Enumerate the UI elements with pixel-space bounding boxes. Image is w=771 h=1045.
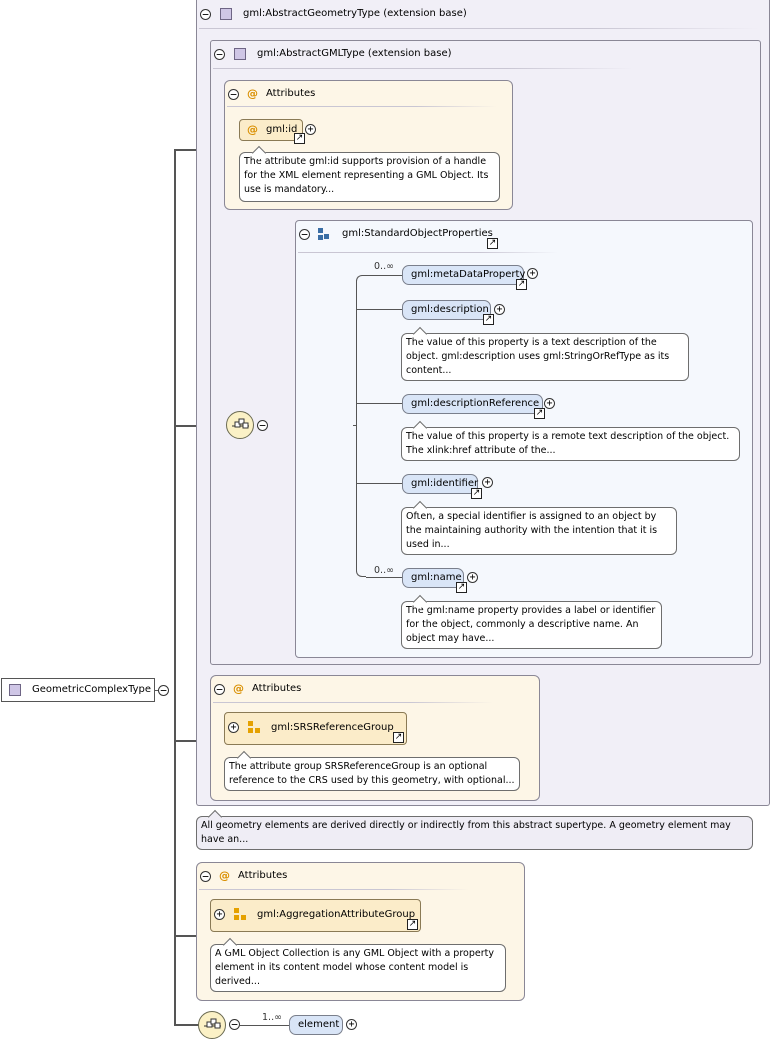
group-icon [318,228,329,240]
attribute-gml-id-expand-button[interactable]: + [305,124,316,135]
element-any[interactable]: element [289,1015,343,1035]
attribute-gml-id[interactable] [239,119,303,141]
attribute-gml-id-doc: The attribute gml:id supports provision … [239,152,500,202]
group-collapse-button[interactable]: − [299,229,310,240]
aggregation-link-icon[interactable]: ↗ [407,919,418,930]
srs-expand-button[interactable]: + [228,722,239,733]
extension2-header-divider [213,68,633,69]
bottom-sequence-collapse-button[interactable]: − [229,1019,240,1030]
attributes1-collapse-button[interactable]: − [228,89,239,100]
element-line-description [357,309,403,310]
element-identifier-label: gml:identifier [411,478,479,489]
attributes2-label: Attributes [252,683,302,694]
element-line-name [366,577,403,578]
attributes2-at-icon: @ [233,682,244,695]
attributes2-header-divider [213,702,493,703]
group-bracket-line [356,275,366,577]
element-gml-identifier[interactable]: gml:identifier [402,474,478,494]
root-collapse-button[interactable]: − [158,685,169,696]
bottom-element-multiplicity: 1..∞ [262,1012,282,1023]
attribute-gml-id-label: gml:id [266,124,298,135]
name-doc: The gml:name property provides a label o… [401,601,662,649]
bottom-sequence-compositor-icon[interactable] [198,1011,226,1039]
extension2-collapse-button[interactable]: − [214,49,225,60]
group-header-divider [298,252,558,253]
element-gml-metadataproperty[interactable]: gml:metaDataProperty [402,265,526,285]
branch-line-attrs3 [174,935,210,937]
root-type-box[interactable]: GeometricComplexType [1,678,155,702]
attribute-group-icon [248,721,260,733]
description-reference-doc: The value of this property is a remote t… [401,427,740,461]
aggregation-expand-button[interactable]: + [214,909,225,920]
attributes1-label: Attributes [266,88,316,99]
srs-group-label: gml:SRSReferenceGroup [271,722,394,733]
attributes2-collapse-button[interactable]: − [214,684,225,695]
srs-link-icon[interactable]: ↗ [393,732,404,743]
extension1-collapse-button[interactable]: − [200,9,211,20]
attribute-gml-id-link-icon[interactable]: ↗ [294,133,305,144]
identifier-doc: Often, a special identifier is assigned … [401,507,677,555]
sequence-compositor-icon[interactable] [226,411,254,439]
element-gml-name[interactable]: gml:name [402,568,464,588]
extension1-label: gml:AbstractGeometryType (extension base… [243,8,467,19]
sequence-symbol [232,418,249,429]
name-link-icon[interactable]: ↗ [456,582,467,593]
extension2-type-icon [234,48,246,60]
element-gml-description-reference[interactable]: gml:descriptionReference [402,394,543,414]
name-expand-button[interactable]: + [467,572,478,583]
element-line-identifier [357,483,403,484]
attributes3-collapse-button[interactable]: − [200,871,211,882]
description-reference-expand-button[interactable]: + [544,398,555,409]
element-line-metadata [366,275,403,276]
extension1-type-icon [220,8,232,20]
element-description-reference-label: gml:descriptionReference [411,398,540,409]
extension1-header-divider [199,28,759,29]
attributes1-at-icon: @ [247,87,258,100]
abstract-geometry-doc: All geometry elements are derived direct… [196,816,753,850]
attribute-gml-id-at-icon: @ [247,123,258,136]
metadata-expand-button[interactable]: + [527,268,538,279]
branch-line-bottom [174,1024,200,1026]
description-expand-button[interactable]: + [494,304,505,315]
complex-type-icon [9,684,21,696]
extension2-label: gml:AbstractGMLType (extension base) [257,48,452,59]
identifier-link-icon[interactable]: ↗ [471,488,482,499]
bottom-to-element-line [240,1025,290,1026]
name-multiplicity: 0..∞ [374,565,394,576]
srs-doc: The attribute group SRSReferenceGroup is… [224,757,520,791]
element-gml-description[interactable]: gml:description [402,300,491,320]
group-entry-line [353,425,357,426]
group-link-icon[interactable]: ↗ [487,238,498,249]
aggregation-group-icon [234,908,246,920]
metadata-multiplicity: 0..∞ [374,261,394,272]
description-reference-link-icon[interactable]: ↗ [534,408,545,419]
attributes3-header-divider [199,889,469,890]
metadata-link-icon[interactable]: ↗ [516,279,527,290]
element-any-expand-button[interactable]: + [346,1019,357,1030]
attributes3-label: Attributes [238,870,288,881]
description-doc: The value of this property is a text des… [401,333,689,381]
root-type-label: GeometricComplexType [32,684,152,695]
element-description-label: gml:description [411,304,489,315]
element-line-description-reference [357,403,403,404]
trunk-vertical-line [174,150,176,1025]
attributes1-header-divider [227,106,497,107]
attribute-group-srs-reference[interactable] [224,712,407,745]
element-any-label: element [298,1019,340,1030]
identifier-expand-button[interactable]: + [482,477,493,488]
bottom-sequence-symbol [204,1018,221,1029]
aggregation-doc: A GML Object Collection is any GML Objec… [210,944,506,992]
group-label: gml:StandardObjectProperties [342,228,493,239]
attributes3-at-icon: @ [219,869,230,882]
aggregation-group-label: gml:AggregationAttributeGroup [257,909,416,920]
element-name-label: gml:name [411,572,462,583]
element-metadata-label: gml:metaDataProperty [411,269,526,280]
sequence1-collapse-button[interactable]: − [257,420,268,431]
description-link-icon[interactable]: ↗ [483,314,494,325]
